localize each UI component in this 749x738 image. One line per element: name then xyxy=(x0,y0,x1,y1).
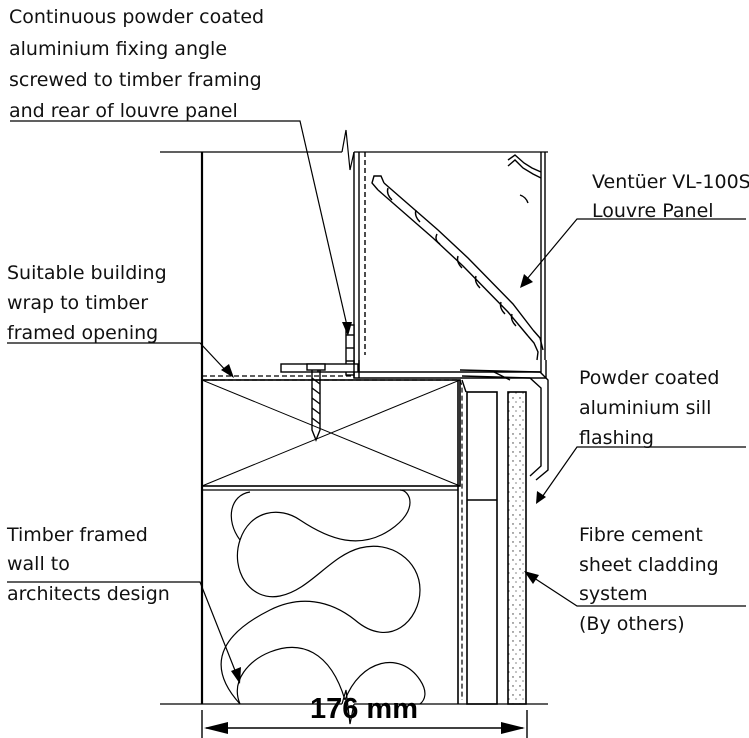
label-louvre-panel: Ventüer VL-100S Louvre Panel xyxy=(592,171,749,222)
sill-flashing-line-3: flashing xyxy=(579,427,654,449)
cladding-line-2: sheet cladding xyxy=(579,554,719,576)
building-wrap-line-3: framed opening xyxy=(7,322,158,344)
sill-flashing xyxy=(459,369,549,481)
fixing-angle-line-3: screwed to timber framing xyxy=(9,69,262,91)
building-wrap-line-2: wrap to timber xyxy=(7,292,148,314)
leader-lines xyxy=(7,120,746,684)
louvre-panel-line-1: Ventüer VL-100S xyxy=(592,171,749,193)
louvre-blades xyxy=(371,154,544,361)
section-geometry xyxy=(7,120,746,738)
timber-sill-head xyxy=(201,379,461,704)
louvre-panel-frame xyxy=(353,152,546,378)
fixing-angle-line-1: Continuous powder coated xyxy=(9,6,264,28)
fixing-angle-line-2: aluminium fixing angle xyxy=(9,38,227,60)
building-wrap-line-1: Suitable building xyxy=(7,262,167,284)
timber-wall-line-3: architects design xyxy=(7,583,170,605)
timber-wall-line-1: Timber framed xyxy=(6,524,148,546)
sill-flashing-line-2: aluminium sill xyxy=(579,397,711,419)
insulation xyxy=(220,489,426,705)
fibre-cement-cladding xyxy=(507,391,527,705)
dimension-label: 176 mm xyxy=(310,693,418,725)
label-cladding: Fibre cement sheet cladding system (By o… xyxy=(579,524,719,635)
louvre-panel-line-2: Louvre Panel xyxy=(592,200,714,222)
louvre-sill-channel xyxy=(353,360,547,379)
cladding-line-4: (By others) xyxy=(579,613,685,635)
label-sill-flashing: Powder coated aluminium sill flashing xyxy=(579,367,719,449)
fixing-angle-line-4: and rear of louvre panel xyxy=(9,100,238,122)
dimension-176mm xyxy=(201,710,528,738)
fixing-screw xyxy=(306,363,326,442)
cladding-line-3: system xyxy=(579,583,648,605)
timber-wall-line-2: wall to xyxy=(7,553,70,575)
cladding-line-1: Fibre cement xyxy=(579,524,703,546)
cavity-batten xyxy=(466,391,498,705)
label-timber-wall: Timber framed wall to architects design xyxy=(6,524,170,605)
top-break-line xyxy=(160,129,548,171)
label-fixing-angle: Continuous powder coated aluminium fixin… xyxy=(9,6,264,122)
label-building-wrap: Suitable building wrap to timber framed … xyxy=(7,262,167,344)
sill-flashing-line-1: Powder coated xyxy=(579,367,719,389)
